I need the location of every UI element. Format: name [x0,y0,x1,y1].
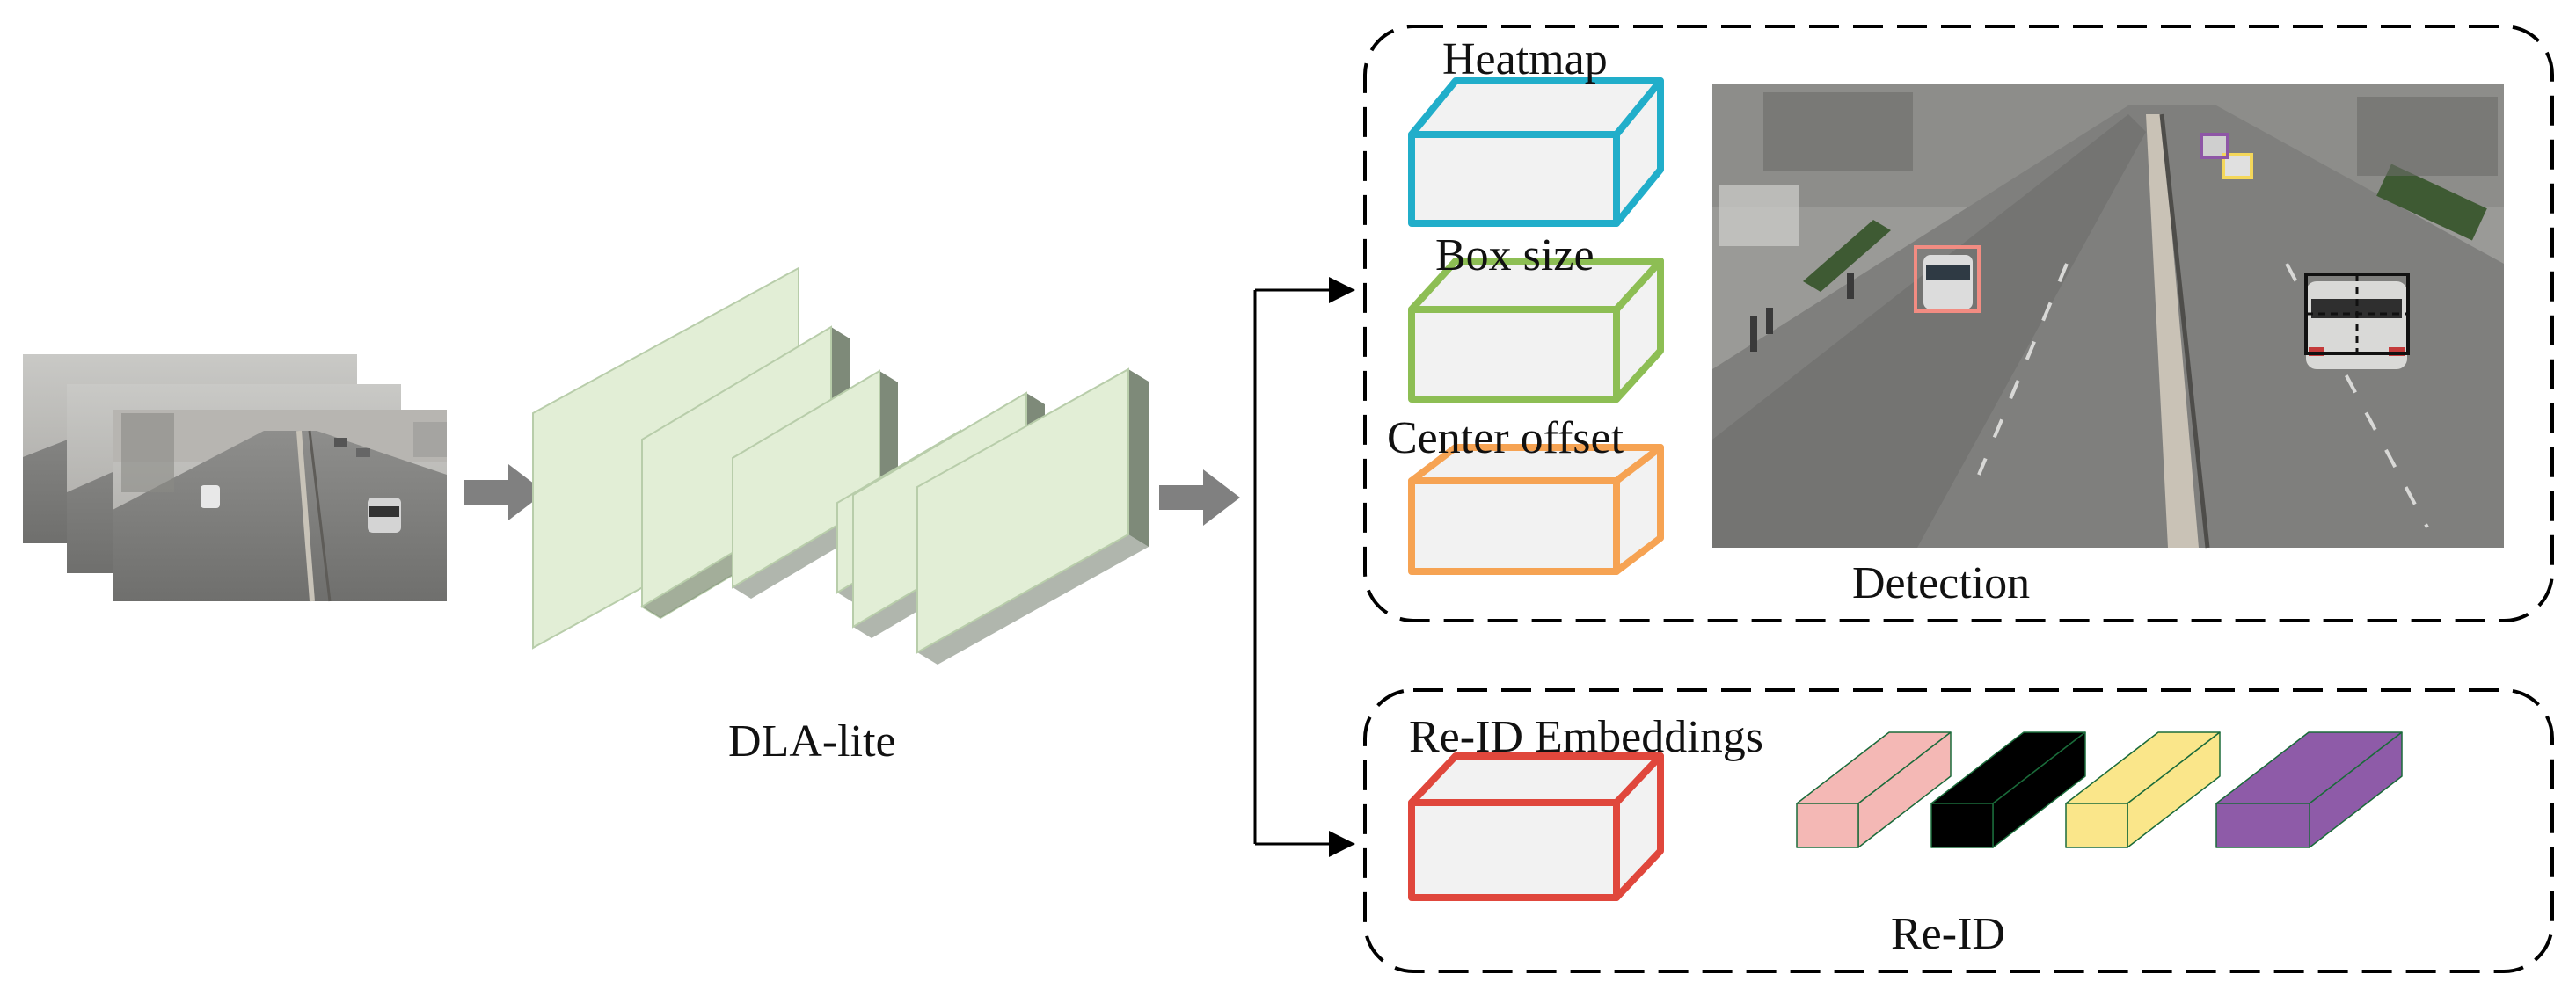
gray-arrow [464,464,545,520]
embedding-black [1930,731,2086,848]
branch-connector [1253,277,1355,857]
box-size-label: Box size [1435,230,1594,280]
heatmap-head [1408,77,1664,227]
box-size-head [1408,258,1664,403]
reid-title: Re-ID [1891,909,2005,959]
center-offset-label: Center offset [1387,413,1624,463]
feature-map [916,367,1149,665]
heatmap-label: Heatmap [1442,34,1608,84]
detection-panel [1363,25,2554,622]
backbone-feature-maps [532,266,1149,665]
backbone-label: DLA-lite [728,716,896,767]
reid-embeddings-head [1408,752,1664,901]
reid-embeddings-label: Re-ID Embeddings [1409,712,1763,762]
detection-image [1712,84,2504,549]
input-frames [23,354,447,602]
input-frame [113,410,447,602]
center-offset-head [1408,444,1664,575]
detection-title: Detection [1852,558,2031,608]
reid-panel [1363,688,2554,973]
detection-box [1914,245,1981,313]
detection-box [2222,153,2253,179]
embedding-yellow [2065,731,2221,848]
embedding-purple [2215,731,2403,848]
detection-box [2200,133,2229,159]
gray-arrow [1159,469,1240,526]
embedding-pink [1796,731,1952,848]
